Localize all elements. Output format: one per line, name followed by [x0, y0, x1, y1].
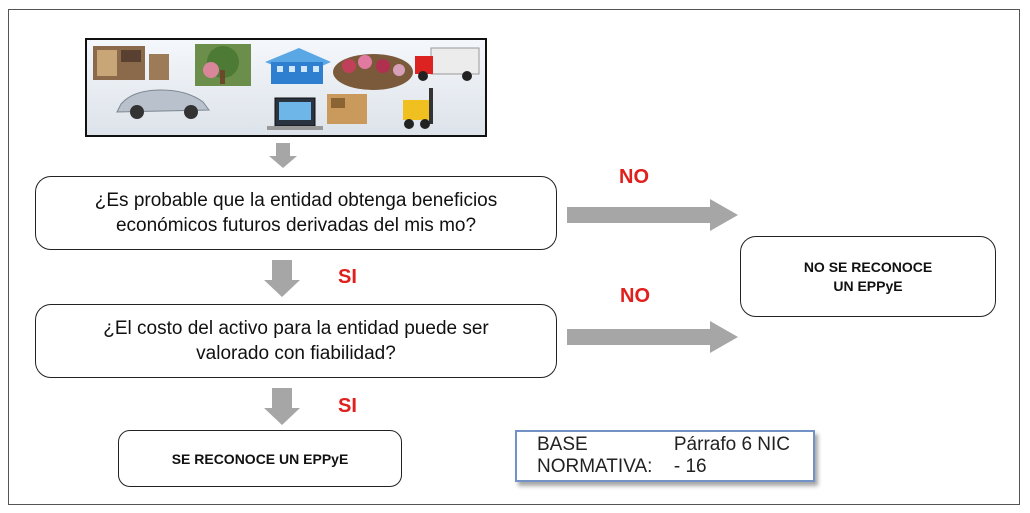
furniture-icon — [93, 46, 169, 80]
down-arrow-1 — [269, 143, 297, 168]
asset-collage — [85, 38, 487, 137]
label-no-1: NO — [619, 166, 649, 188]
down-arrow-3 — [264, 388, 300, 425]
not-recognized-line-2: UN EPPyE — [833, 277, 903, 294]
right-arrow-1 — [567, 199, 738, 231]
not-recognized-line-1: NO SE RECONOCE — [803, 258, 933, 275]
base-normativa-label: BASE NORMATIVA: — [537, 434, 653, 477]
question-2-line-1: ¿El costo del activo para la entidad pue… — [103, 318, 489, 339]
down-arrow-2 — [264, 260, 300, 297]
right-arrow-2 — [567, 321, 738, 353]
tree-icon — [195, 44, 251, 86]
forklift-icon — [403, 88, 433, 129]
base-normativa-box: BASE NORMATIVA: Párrafo 6 NIC - 16 — [515, 430, 815, 482]
not-recognized-box: NO SE RECONOCE UN EPPyE — [740, 236, 996, 317]
recognized-text: SE RECONOCE UN EPPyE — [171, 450, 349, 467]
question-1-box: ¿Es probable que la entidad obtenga bene… — [35, 176, 557, 250]
base-normativa-value: Párrafo 6 NIC - 16 — [673, 434, 791, 477]
label-si-2: SI — [338, 395, 357, 417]
car-icon — [116, 89, 210, 119]
building-icon — [265, 48, 331, 84]
question-1-line-1: ¿Es probable que la entidad obtenga bene… — [94, 190, 498, 211]
computer-icon — [267, 97, 323, 130]
question-2-box: ¿El costo del activo para la entidad pue… — [35, 304, 557, 378]
recognized-box: SE RECONOCE UN EPPyE — [118, 430, 402, 487]
question-2-line-2: valorado con fiabilidad? — [196, 343, 396, 364]
plants-icon — [333, 54, 413, 90]
warehouse-icon — [327, 94, 367, 124]
question-1-line-2: económicos futuros derivadas del mis mo? — [115, 215, 477, 236]
label-si-1: SI — [338, 266, 357, 288]
label-no-2: NO — [620, 285, 650, 307]
truck-icon — [415, 47, 480, 81]
